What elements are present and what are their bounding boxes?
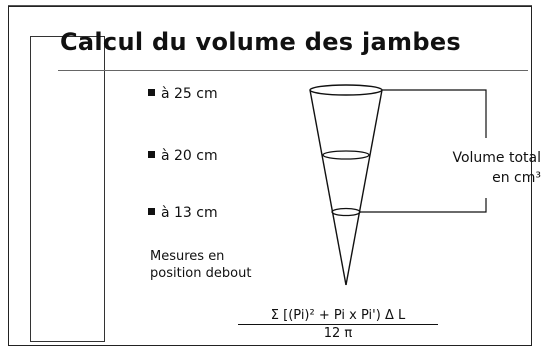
cone-left-edge [309, 89, 347, 286]
bracket-top [382, 89, 487, 138]
cone-middle-ellipse [322, 150, 370, 160]
volume-total-label: Volume total en cm³ [423, 148, 541, 188]
measurement-item: à 20 cm [148, 148, 218, 164]
note-line: Mesures en [150, 249, 225, 264]
cone-lower-ellipse [331, 207, 361, 217]
bracket-bottom [360, 198, 487, 213]
side-panel [30, 36, 105, 342]
volume-formula: Σ [(Pi)² + Pi x Pi') Δ L 12 π [238, 308, 438, 341]
volume-label-line: en cm³ [492, 170, 541, 186]
measurement-label: à 20 cm [161, 148, 218, 164]
title-underline [58, 70, 528, 71]
slide-title: Calcul du volume des jambes [60, 28, 462, 56]
bullet-square-icon [148, 89, 155, 96]
bullet-square-icon [148, 151, 155, 158]
slide-frame [8, 6, 532, 346]
measurement-item: à 25 cm [148, 86, 218, 102]
note-line: position debout [150, 266, 252, 281]
formula-numerator: Σ [(Pi)² + Pi x Pi') Δ L [238, 308, 438, 325]
volume-label-line: Volume total [452, 150, 541, 166]
measurement-item: à 13 cm [148, 205, 218, 221]
measurement-note: Mesures en position debout [150, 248, 300, 282]
measurement-label: à 25 cm [161, 86, 218, 102]
bullet-square-icon [148, 208, 155, 215]
cone-top-ellipse [309, 84, 383, 96]
measurement-label: à 13 cm [161, 205, 218, 221]
formula-denominator: 12 π [323, 326, 353, 341]
cone-right-edge [345, 89, 383, 286]
